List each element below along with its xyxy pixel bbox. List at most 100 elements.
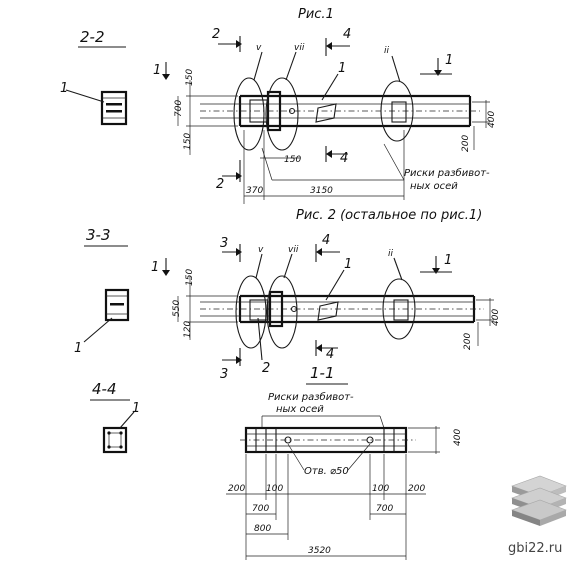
section-2-2-label: 2-2 [80, 28, 105, 46]
fig3-dim-400: 400 [453, 429, 463, 446]
section-4-4-profile [102, 426, 128, 454]
fig2-section-callout-leader [325, 269, 345, 301]
cut-4-top-label: 4 [343, 27, 351, 42]
section-2-2-rebar [106, 103, 122, 106]
section-4-4-rebar [107, 431, 111, 435]
fig3-dim-200a: 200 [228, 484, 245, 494]
cut-2-bottom-label: 2 [216, 177, 224, 192]
fig2-section-callout-label: 1 [344, 257, 352, 272]
callout-vii-label: vii [294, 43, 305, 53]
callout-v-oval [233, 77, 265, 151]
section-3-3-rebar [110, 303, 124, 306]
fig2-cut-4-bottom-arrow [316, 344, 322, 352]
cut-1-left-arrow [162, 74, 170, 80]
section-callout-label: 1 [338, 61, 346, 76]
section-4-4-rebar [119, 431, 123, 435]
fig2-callout-vii-label: vii [288, 245, 299, 255]
section-3-3-label: 3-3 [86, 226, 111, 244]
fig2-dim-120: 120 [183, 321, 193, 338]
cut-2-top-arrow [236, 40, 242, 48]
fig2-callout-ii-label: ii [388, 249, 394, 259]
cut-2-bottom-arrow [236, 172, 242, 180]
figure-2: Рис. 2 (остальное по рис.1) 3-3 1 1 1 3 … [74, 208, 501, 382]
fig2-callout-vii-leader [283, 253, 293, 279]
fig2-callout-2-label: 2 [262, 361, 270, 376]
section-2-2-rebar [106, 110, 122, 113]
fig2-cut-3-top-label: 3 [220, 236, 228, 251]
section-2-2-profile [100, 90, 128, 126]
fig2-cut-3-bottom-arrow [236, 356, 242, 364]
fig2-cut-4-top-arrow [316, 248, 322, 256]
section-3-3-leader [83, 317, 113, 343]
section-3-3-callout: 1 [74, 341, 82, 356]
fig1-note-leader [383, 143, 405, 181]
callout-ii-label: ii [384, 46, 390, 56]
fig2-callout-ii-oval [382, 278, 416, 340]
fig1-title: Рис.1 [298, 7, 334, 22]
fig3-note-line1: Риски разбивот- [268, 391, 354, 403]
fig2-cut-1-left-label: 1 [151, 260, 159, 275]
callout-ii-leader [391, 55, 401, 83]
hole-label: Отв. ⌀50 [304, 466, 349, 477]
figure-1: Рис.1 2-2 1 1 1 2 2 4 4 [60, 7, 497, 204]
fig3-dim-100b: 100 [372, 484, 389, 494]
section-4-4-label: 4-4 [92, 380, 117, 398]
hole-left [284, 436, 292, 444]
fig2-dim-550: 550 [172, 300, 182, 317]
beam-2-break [317, 301, 339, 321]
dim-150-bottom: 150 [183, 133, 193, 150]
cut-1-left-label: 1 [153, 63, 161, 78]
fig2-dim-400: 400 [491, 309, 501, 326]
fig1-note-line1: Риски разбивот- [404, 167, 490, 179]
fig2-cut-1-right-label: 1 [444, 253, 452, 268]
fig3-note-line2: ных осей [276, 404, 324, 415]
callout-vii-oval [265, 77, 299, 151]
beam-1-hole [288, 107, 296, 115]
callout-v-label: v [256, 43, 262, 53]
beam-1-break [315, 103, 337, 123]
cut-4-bottom-arrow [326, 150, 332, 158]
cut-4-bottom-label: 4 [340, 151, 348, 166]
dim-400: 400 [487, 111, 497, 128]
callout-v-leader [253, 51, 263, 81]
watermark: gbi22.ru [508, 475, 567, 556]
section-2-2-leader [65, 89, 105, 103]
watermark-text: gbi22.ru [508, 541, 562, 556]
section-4-4-leader [119, 411, 135, 429]
fig2-cut-4-bottom-label: 4 [326, 347, 334, 362]
fig2-cut-1-left-arrow [162, 270, 170, 276]
cut-4-top-arrow [326, 42, 332, 50]
fig2-callout-2-leader [257, 317, 263, 361]
hole-right [366, 436, 374, 444]
dim-3150: 3150 [310, 186, 333, 196]
fig2-cut-3-bottom-label: 3 [220, 367, 228, 382]
fig2-dim-200: 200 [463, 333, 473, 350]
section-2-2-callout: 1 [60, 81, 68, 96]
beam-1-embed [249, 99, 269, 123]
beam-2-embed [249, 299, 269, 321]
dim-370: 370 [246, 186, 263, 196]
fig2-callout-v-label: v [258, 245, 264, 255]
section-4-4-rebar [107, 445, 111, 449]
fig2-callout-v-leader [255, 253, 263, 279]
section-4-4-rebar [119, 445, 123, 449]
fig3-dim-100a: 100 [266, 484, 283, 494]
section-3-3-profile [104, 288, 130, 322]
beam-2-end-plate [268, 290, 284, 328]
fig1-note-line2: ных осей [410, 181, 458, 192]
callout-ii-oval [380, 80, 414, 142]
beam-2-right-embed [393, 299, 409, 321]
fig3-dim-800: 800 [254, 524, 271, 534]
fig2-cut-3-top-arrow [236, 248, 242, 256]
section-4-4-core [108, 432, 122, 448]
stacked-slabs-logo [511, 475, 567, 526]
callout-vii-leader [285, 51, 297, 81]
beam-1-right-embed [391, 101, 407, 123]
hole-leader [347, 443, 371, 471]
section-1-1-label: 1-1 [310, 364, 335, 382]
fig2-callout-v-oval [235, 275, 267, 349]
cut-1-right-arrow [434, 70, 442, 76]
fig2-cut-1-right-arrow [432, 268, 440, 274]
fig2-title: Рис. 2 (остальное по рис.1) [296, 208, 482, 223]
